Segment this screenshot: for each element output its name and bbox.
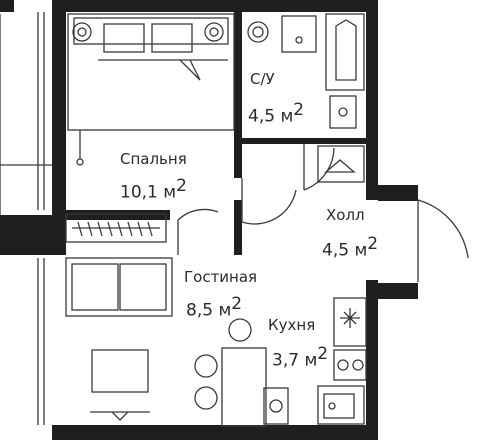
bathroom-area: 4,5 м	[248, 106, 294, 127]
bedroom-area-label: 10,1 м2	[120, 178, 187, 201]
bathroom-area-unit: 2	[293, 100, 305, 120]
hall-area: 4,5 м	[322, 240, 368, 261]
bed	[67, 13, 235, 131]
bathroom-label: С/У	[250, 72, 275, 87]
bedroom-area: 10,1 м	[120, 182, 177, 203]
hall-area-label: 4,5 м2	[322, 236, 378, 259]
kitchen-label: Кухня	[268, 318, 315, 333]
kitchen-area-unit: 2	[317, 344, 329, 364]
walls	[0, 0, 418, 440]
living-area: 8,5 м	[186, 300, 232, 321]
hall-label: Холл	[326, 208, 365, 223]
kitchen-area: 3,7 м	[272, 350, 318, 371]
hall-name: Холл	[326, 206, 365, 224]
bathroom-area-label: 4,5 м2	[248, 102, 304, 125]
bedroom-area-unit: 2	[176, 176, 187, 196]
bedroom-name: Спальня	[120, 150, 187, 168]
living-area-unit: 2	[231, 294, 243, 314]
kitchen-name: Кухня	[268, 316, 316, 334]
living-name: Гостиная	[184, 268, 258, 286]
bedroom-label: Спальня	[120, 152, 187, 167]
bathroom-name: С/У	[250, 70, 275, 88]
sofa	[65, 257, 173, 317]
living-area-label: 8,5 м2	[186, 296, 242, 319]
hall-area-unit: 2	[367, 234, 379, 254]
fixtures	[0, 12, 469, 427]
kitchen-area-label: 3,7 м2	[272, 346, 328, 369]
living-label: Гостиная	[184, 270, 257, 285]
